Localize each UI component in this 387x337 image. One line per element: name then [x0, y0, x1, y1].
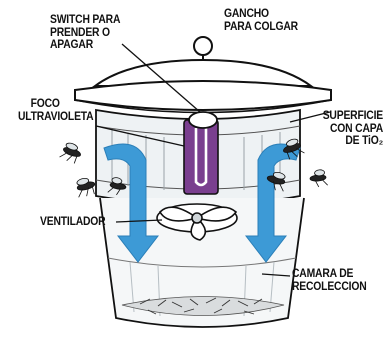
lid — [74, 58, 332, 114]
mosquitoes-right — [266, 138, 328, 192]
label-uv-lamp-line-2: ULTRAVIOLETA — [18, 110, 94, 123]
label-surface-line-3: DE TiO₂ — [345, 135, 383, 147]
switch-knob — [188, 111, 218, 129]
arrow-icon — [103, 143, 160, 263]
label-hook: GANCHO PARA COLGAR — [224, 8, 298, 33]
fan-icon — [156, 203, 238, 241]
mosquito-icon — [76, 178, 96, 198]
label-switch-line-3: APAGAR — [50, 39, 94, 51]
label-hook-line-1: GANCHO — [224, 8, 269, 20]
label-surface-line-2: CON CAPA — [329, 122, 383, 135]
label-surface-line-1: SUPERFICIE — [322, 110, 383, 122]
label-hook-line-2: PARA COLGAR — [224, 20, 298, 33]
label-surface: SUPERFICIE CON CAPA DE TiO₂ — [323, 110, 383, 148]
mosquito-icon — [309, 169, 328, 188]
leader-lines — [95, 43, 331, 277]
mosquito-icon — [59, 142, 81, 164]
label-switch-line-1: SWITCH PARA — [50, 14, 121, 26]
mosquito-icon — [107, 177, 127, 196]
uv-lamp — [183, 119, 219, 195]
label-chamber-line-1: CAMARA DE — [292, 268, 354, 280]
mosquito-icon — [283, 138, 305, 160]
label-uv-lamp-line-1: FOCO — [30, 98, 60, 110]
label-chamber-line-2: RECOLECCION — [292, 280, 367, 293]
label-chamber: CAMARA DE RECOLECCION — [292, 268, 367, 293]
label-switch-line-2: PRENDER O — [50, 26, 110, 39]
mosquitoes-left — [59, 142, 127, 198]
label-fan-line-1: VENTILADOR — [40, 216, 106, 228]
airflow-arrows — [103, 143, 301, 263]
mosquito-icon — [266, 172, 286, 192]
label-fan: VENTILADOR — [40, 216, 106, 229]
label-uv-lamp: FOCO ULTRAVIOLETA — [18, 98, 94, 123]
arrow-icon — [244, 143, 301, 263]
collection-chamber — [99, 197, 305, 328]
label-switch: SWITCH PARA PRENDER O APAGAR — [50, 14, 120, 52]
